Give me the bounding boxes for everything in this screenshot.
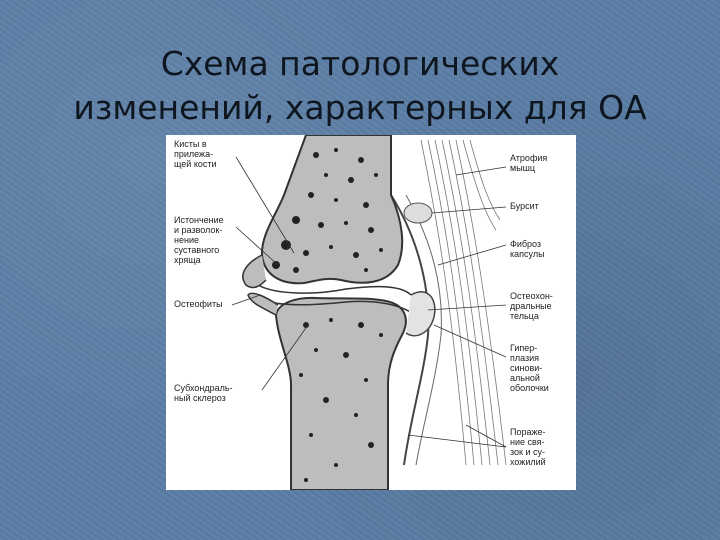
joint-capsule (390, 194, 430, 466)
tibia (274, 296, 407, 490)
label-bursitis: Бурсит (510, 201, 539, 211)
label-osteophytes: Остеофиты (174, 299, 223, 309)
label-subchondral-sclerosis: Субхондраль- ный склероз (174, 383, 233, 403)
label-osteochondral-bodies: Остеохон- дральные тельца (510, 291, 553, 321)
label-muscle-atrophy: Атрофия мышц (510, 153, 548, 173)
bone-cysts-femur (272, 148, 383, 273)
osteophyte-lower (247, 292, 279, 316)
title-line-2: изменений, характерных для ОА (73, 88, 647, 127)
label-cysts: Кисты в прилежа- щей кости (174, 139, 217, 169)
bone-cysts-tibia (299, 318, 383, 482)
synovium (405, 291, 436, 337)
label-cartilage-thinning: Истончение и разволок- нение суставного … (174, 215, 224, 265)
knee-joint-illustration (231, 135, 507, 490)
title-line-1: Схема патологических (160, 44, 560, 83)
slide-title: Схема патологических изменений, характер… (0, 42, 720, 130)
leader-lines-left (231, 156, 309, 391)
cartilage-line (257, 284, 412, 296)
osteophyte-upper (242, 254, 267, 289)
label-ligament-damage: Пораже- ние свя- зок и су- хожилий (510, 427, 546, 467)
leader-lines-right (407, 166, 507, 448)
muscle-fibers (420, 139, 507, 466)
bursa (403, 202, 433, 224)
label-capsule-fibrosis: Фиброз капсулы (510, 239, 545, 259)
label-synovial-hyperplasia: Гипер- плазия синови- альной оболочки (510, 343, 549, 393)
femur (260, 135, 404, 285)
knee-joint-diagram: Кисты в прилежа- щей кости Истончение и … (166, 135, 576, 490)
